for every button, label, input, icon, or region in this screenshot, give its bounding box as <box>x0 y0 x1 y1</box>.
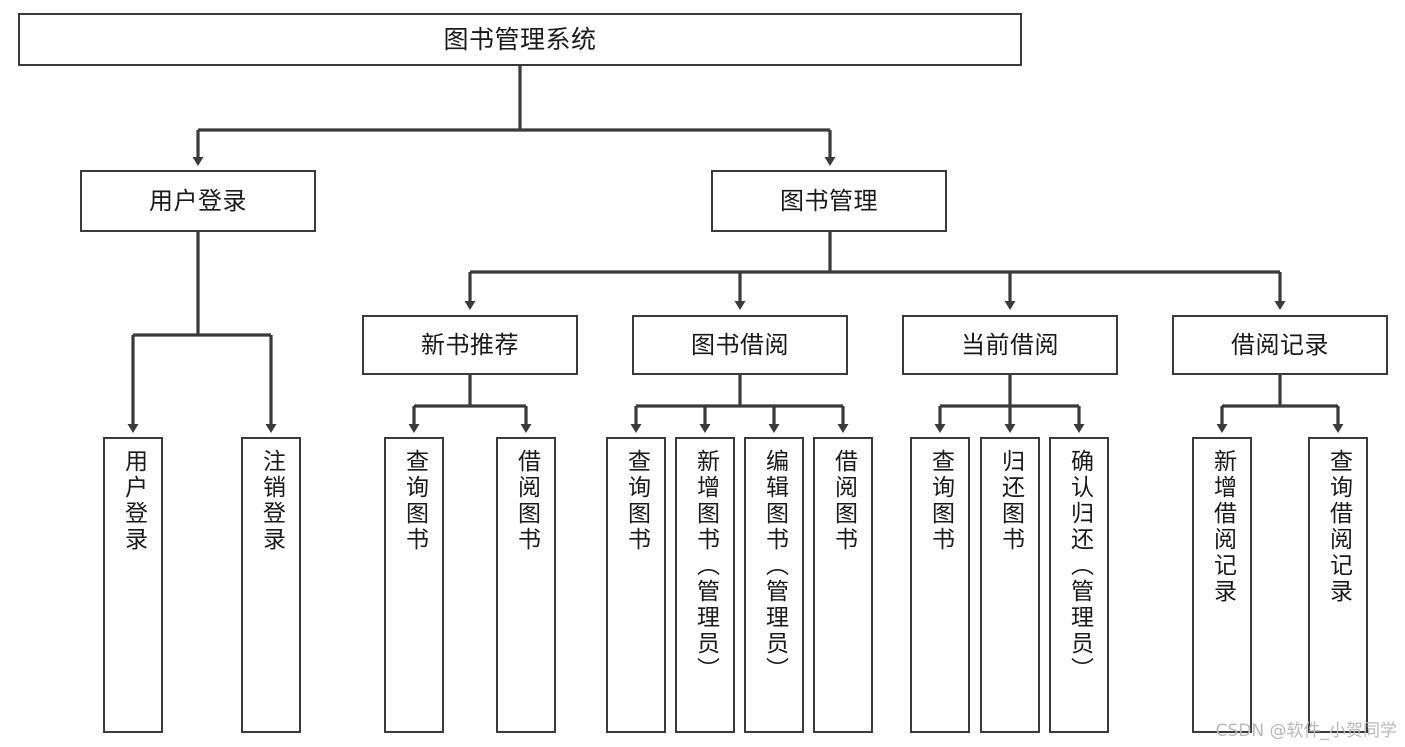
leaf-book-borrow-query-book-label: 查询图书 <box>623 449 650 553</box>
leaf-current-borrow-return-book[interactable]: 归还图书 <box>980 437 1040 733</box>
leaf-user-login-logout-label: 注销登录 <box>258 449 285 553</box>
node-book-borrow[interactable]: 图书借阅 <box>632 315 848 375</box>
csdn-watermark: CSDN @软件_小贺同学 <box>1215 721 1397 741</box>
leaf-current-borrow-confirm-return[interactable]: 确认归还（管理员） <box>1049 437 1109 733</box>
leaf-book-borrow-add-book[interactable]: 新增图书（管理员） <box>675 437 735 733</box>
node-user-login[interactable]: 用户登录 <box>80 170 316 232</box>
leaf-user-login-login[interactable]: 用户登录 <box>103 437 163 733</box>
leaf-book-borrow-borrow-book[interactable]: 借阅图书 <box>813 437 873 733</box>
node-borrow-record[interactable]: 借阅记录 <box>1172 315 1388 375</box>
leaf-new-book-query-book-label: 查询图书 <box>401 449 428 553</box>
leaf-book-borrow-edit-book-label: 编辑图书（管理员） <box>761 449 788 683</box>
node-book-management[interactable]: 图书管理 <box>711 170 947 232</box>
leaf-borrow-record-query-record-label: 查询借阅记录 <box>1325 449 1352 605</box>
leaf-current-borrow-return-book-label: 归还图书 <box>997 449 1024 553</box>
leaf-borrow-record-query-record[interactable]: 查询借阅记录 <box>1308 437 1368 733</box>
leaf-current-borrow-confirm-return-label: 确认归还（管理员） <box>1066 449 1093 683</box>
node-book-borrow-label: 图书借阅 <box>691 330 789 359</box>
node-user-login-label: 用户登录 <box>149 186 247 215</box>
leaf-new-book-borrow-book-label: 借阅图书 <box>513 449 540 553</box>
leaf-new-book-borrow-book[interactable]: 借阅图书 <box>496 437 556 733</box>
leaf-user-login-logout[interactable]: 注销登录 <box>241 437 301 733</box>
leaf-current-borrow-query-book[interactable]: 查询图书 <box>910 437 970 733</box>
node-book-management-label: 图书管理 <box>780 186 878 215</box>
leaf-borrow-record-add-record[interactable]: 新增借阅记录 <box>1192 437 1252 733</box>
leaf-book-borrow-add-book-label: 新增图书（管理员） <box>692 449 719 683</box>
leaf-user-login-login-label: 用户登录 <box>120 449 147 553</box>
node-borrow-record-label: 借阅记录 <box>1231 330 1329 359</box>
leaf-book-borrow-borrow-book-label: 借阅图书 <box>830 449 857 553</box>
node-current-borrow-label: 当前借阅 <box>961 330 1059 359</box>
node-root-book-management-system[interactable]: 图书管理系统 <box>18 13 1022 66</box>
node-new-book-recommend[interactable]: 新书推荐 <box>362 315 578 375</box>
node-new-book-recommend-label: 新书推荐 <box>421 330 519 359</box>
leaf-new-book-query-book[interactable]: 查询图书 <box>384 437 444 733</box>
leaf-current-borrow-query-book-label: 查询图书 <box>927 449 954 553</box>
leaf-book-borrow-edit-book[interactable]: 编辑图书（管理员） <box>744 437 804 733</box>
node-root-label: 图书管理系统 <box>443 24 597 54</box>
node-current-borrow[interactable]: 当前借阅 <box>902 315 1118 375</box>
leaf-book-borrow-query-book[interactable]: 查询图书 <box>606 437 666 733</box>
leaf-borrow-record-add-record-label: 新增借阅记录 <box>1209 449 1236 605</box>
